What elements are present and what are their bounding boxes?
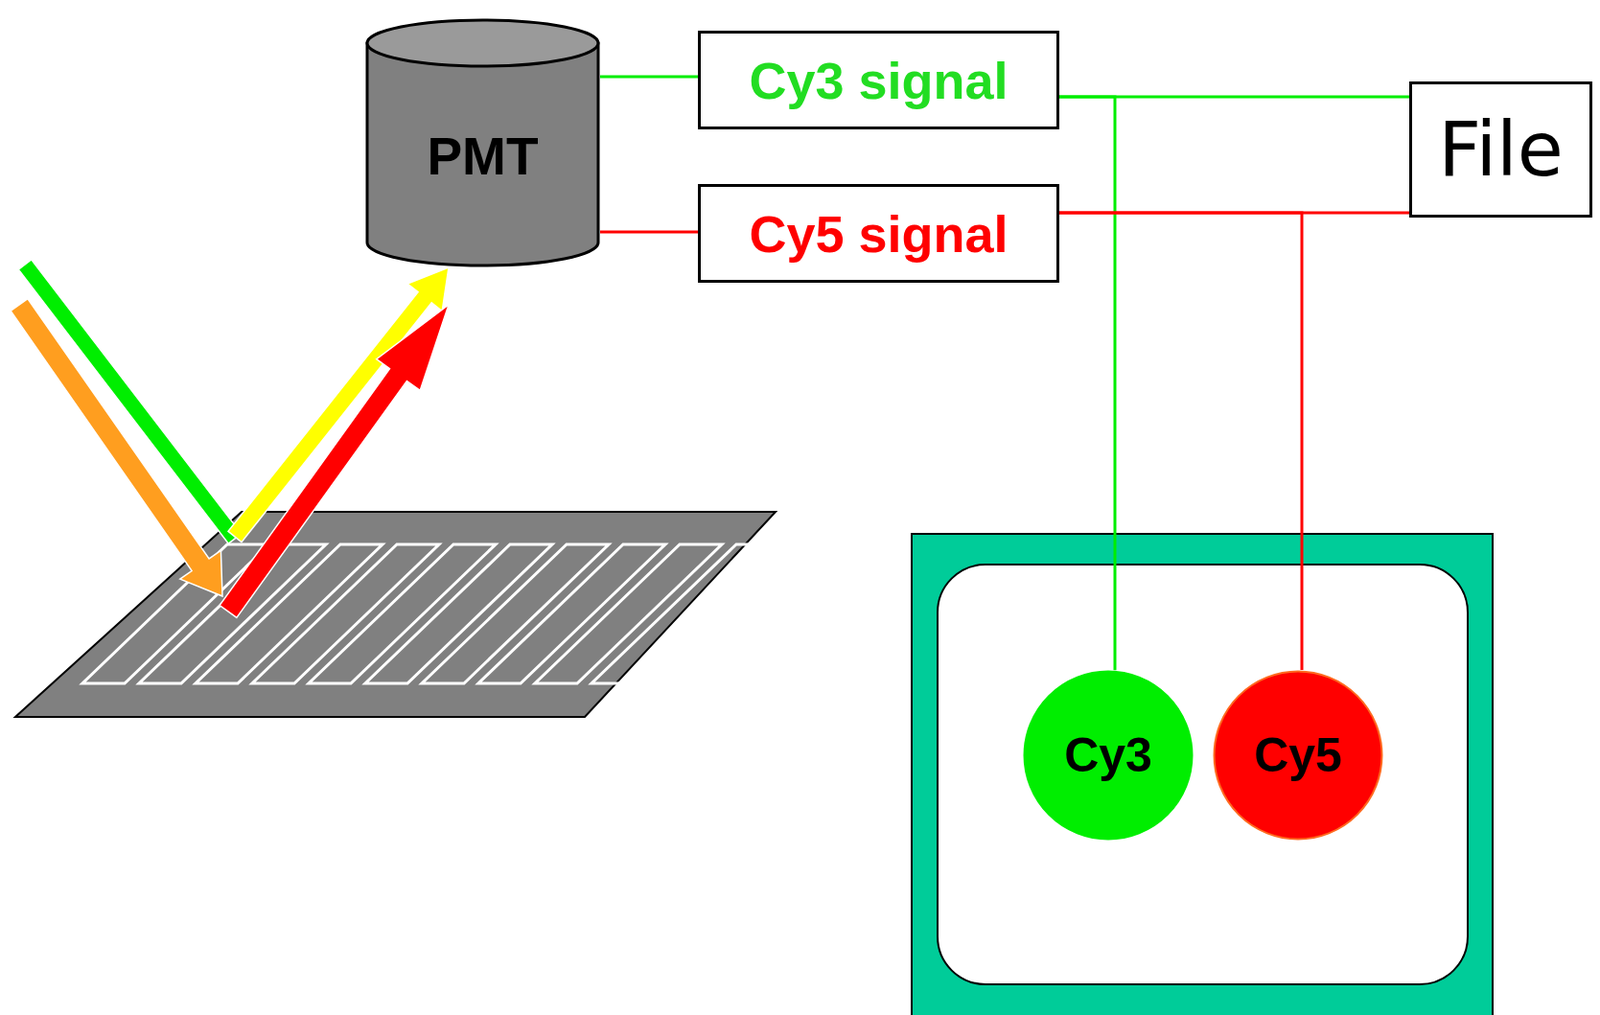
excitation-beam-orange bbox=[10, 299, 223, 597]
light-beams bbox=[10, 259, 449, 619]
array-spot-row bbox=[195, 544, 383, 684]
signal-wire bbox=[1059, 96, 1115, 671]
signal-box: Cy3 signal bbox=[697, 30, 1060, 130]
node-label: Cy5 bbox=[1253, 727, 1343, 784]
node-label: Cy3 signal bbox=[748, 50, 1008, 111]
cy5-channel-circle: Cy5 bbox=[1212, 670, 1384, 841]
pmt-detector: PMT bbox=[365, 18, 601, 268]
array-spot-row bbox=[82, 544, 270, 684]
array-spot-row bbox=[252, 544, 440, 684]
monitor-frame bbox=[911, 533, 1493, 1015]
signal-wire bbox=[1059, 212, 1302, 671]
array-spot-row bbox=[478, 544, 666, 684]
excitation-beam-green bbox=[18, 259, 241, 544]
array-spot-row bbox=[534, 544, 722, 684]
emission-beam-yellow bbox=[228, 267, 449, 543]
signal-wire bbox=[600, 75, 698, 79]
signal-box: Cy5 signal bbox=[697, 184, 1060, 283]
node-label: PMT bbox=[426, 125, 538, 187]
array-spot-row bbox=[591, 544, 779, 684]
signal-wire bbox=[600, 231, 698, 234]
emission-beam-red bbox=[219, 304, 449, 618]
array-spot-row bbox=[421, 544, 609, 684]
node-label: Cy5 signal bbox=[748, 204, 1008, 264]
array-spot-row bbox=[308, 544, 496, 684]
array-spot-row bbox=[365, 544, 553, 684]
file-box: File bbox=[1409, 81, 1593, 218]
node-label: Cy3 bbox=[1064, 727, 1153, 784]
monitor-screen bbox=[937, 564, 1468, 985]
node-label: File bbox=[1437, 106, 1564, 193]
cy3-channel-circle: Cy3 bbox=[1022, 670, 1194, 841]
array-spot-row bbox=[648, 544, 835, 684]
